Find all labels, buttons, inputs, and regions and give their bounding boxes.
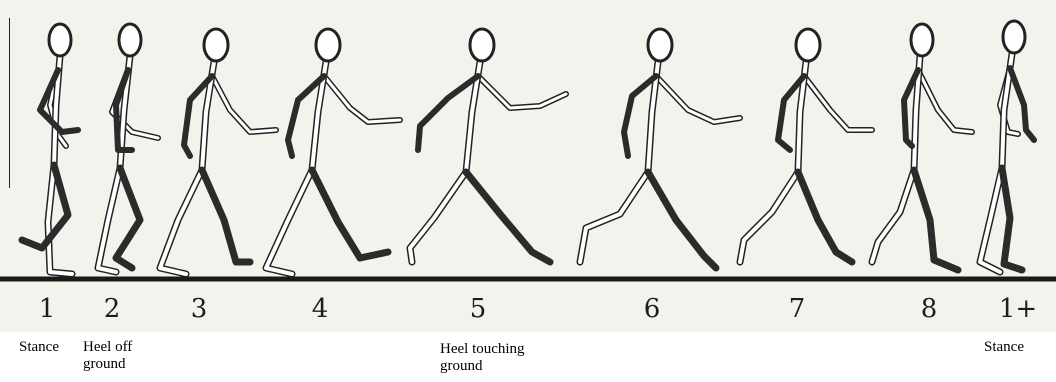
head [1003,21,1025,53]
head [911,24,933,56]
far-arm [656,76,740,122]
far-arm [212,76,276,132]
head [470,29,494,61]
frame-number-6: 6 [644,294,661,324]
walking-figure-5 [410,29,566,262]
walking-figure-9 [980,21,1034,272]
walking-figure-2 [98,24,158,272]
caption-frame-1: Stance [19,339,59,356]
walking-figure-7 [740,29,872,262]
frame-number-5: 5 [470,294,487,324]
walking-figure-3 [160,29,276,274]
walking-figure-8 [872,24,972,270]
frame-number-7: 7 [789,294,806,324]
far-leg [740,172,798,262]
caption-frame-1plus: Stance [984,339,1024,356]
frame-number-8: 8 [921,294,938,324]
head [648,29,672,61]
near-leg [1002,168,1022,270]
far-arm-outline [324,76,400,122]
far-leg [580,172,648,262]
near-leg [466,172,550,262]
walking-figures [0,0,1056,332]
frame-number-4: 4 [312,294,329,324]
far-leg [980,168,1002,272]
head [796,29,820,61]
near-leg [22,165,68,248]
far-arm-outline [478,76,566,108]
frame-number-3: 3 [191,294,208,324]
head [119,24,141,56]
far-arm-outline [918,70,972,132]
walking-figure-6 [580,29,740,268]
frame-number-1plus: 1+ [999,294,1037,324]
walking-figure-1 [22,24,78,274]
frame-number-1: 1 [39,294,56,324]
near-leg [202,170,250,262]
near-leg [798,172,852,262]
near-leg [914,170,958,270]
near-leg [312,170,388,258]
far-arm-outline [804,76,872,130]
near-leg [648,172,716,268]
head [316,29,340,61]
caption-frame-2: Heel off ground [83,339,132,373]
near-arm [1010,68,1034,140]
caption-frame-5: Heel touching ground [440,341,525,375]
head [49,24,71,56]
head [204,29,228,61]
frame-number-2: 2 [104,294,121,324]
walking-figure-4 [266,29,400,274]
